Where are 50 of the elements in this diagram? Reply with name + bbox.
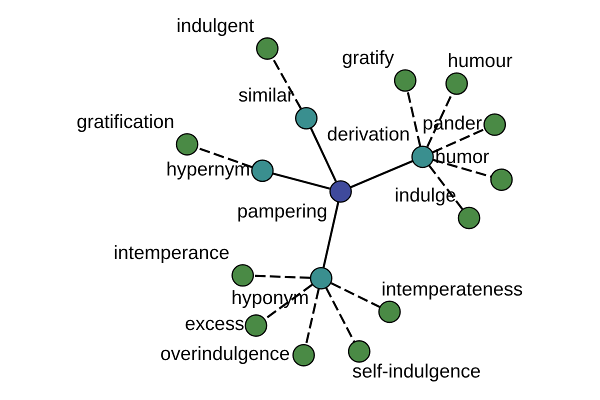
node-label: indulgent bbox=[176, 16, 254, 37]
node-circle bbox=[295, 107, 318, 130]
node-label: similar bbox=[238, 86, 294, 107]
connector bbox=[426, 94, 453, 148]
node-circle bbox=[176, 133, 198, 156]
node-label: pampering bbox=[237, 201, 328, 222]
node-label: humour bbox=[448, 51, 512, 72]
node-circle bbox=[394, 69, 416, 92]
node-circle bbox=[378, 300, 401, 324]
node-circle bbox=[348, 340, 370, 363]
connector bbox=[350, 160, 413, 188]
connector bbox=[325, 287, 356, 342]
connector bbox=[432, 158, 492, 178]
connector bbox=[305, 288, 320, 344]
connector bbox=[406, 91, 422, 146]
connector bbox=[272, 58, 302, 110]
connector bbox=[432, 128, 485, 154]
node-label: hypernym bbox=[166, 159, 250, 180]
node-circle bbox=[244, 314, 268, 337]
node-label: derivation bbox=[327, 124, 410, 146]
node-label: humor bbox=[435, 147, 490, 168]
node-circle bbox=[445, 72, 468, 95]
node-label: intemperateness bbox=[382, 279, 523, 300]
node-circle bbox=[483, 113, 506, 136]
node-circle bbox=[256, 37, 279, 60]
node-label: indulge bbox=[394, 185, 456, 206]
connector bbox=[330, 282, 380, 308]
connector bbox=[310, 127, 337, 182]
connector bbox=[198, 147, 252, 168]
connector bbox=[264, 284, 313, 320]
node-label: self-indulgence bbox=[352, 361, 481, 382]
node-circle bbox=[251, 159, 274, 182]
node-circle bbox=[458, 206, 480, 230]
node-circle bbox=[310, 266, 332, 290]
node-label: hyponym bbox=[231, 288, 309, 310]
node-label: excess bbox=[184, 314, 244, 336]
node-label: gratification bbox=[76, 112, 174, 133]
connector bbox=[272, 172, 330, 190]
node-circle bbox=[490, 168, 513, 191]
connector bbox=[428, 164, 464, 210]
node-label: intemperance bbox=[114, 242, 230, 264]
node-circle bbox=[292, 344, 315, 366]
node-circle bbox=[411, 146, 434, 168]
node-circle bbox=[231, 264, 254, 287]
connector bbox=[254, 274, 310, 279]
connector bbox=[322, 202, 340, 268]
node-circle bbox=[329, 180, 352, 203]
node-label: gratify bbox=[342, 48, 394, 69]
node-label: overindulgence bbox=[160, 344, 290, 365]
node-label: pander bbox=[422, 113, 482, 134]
